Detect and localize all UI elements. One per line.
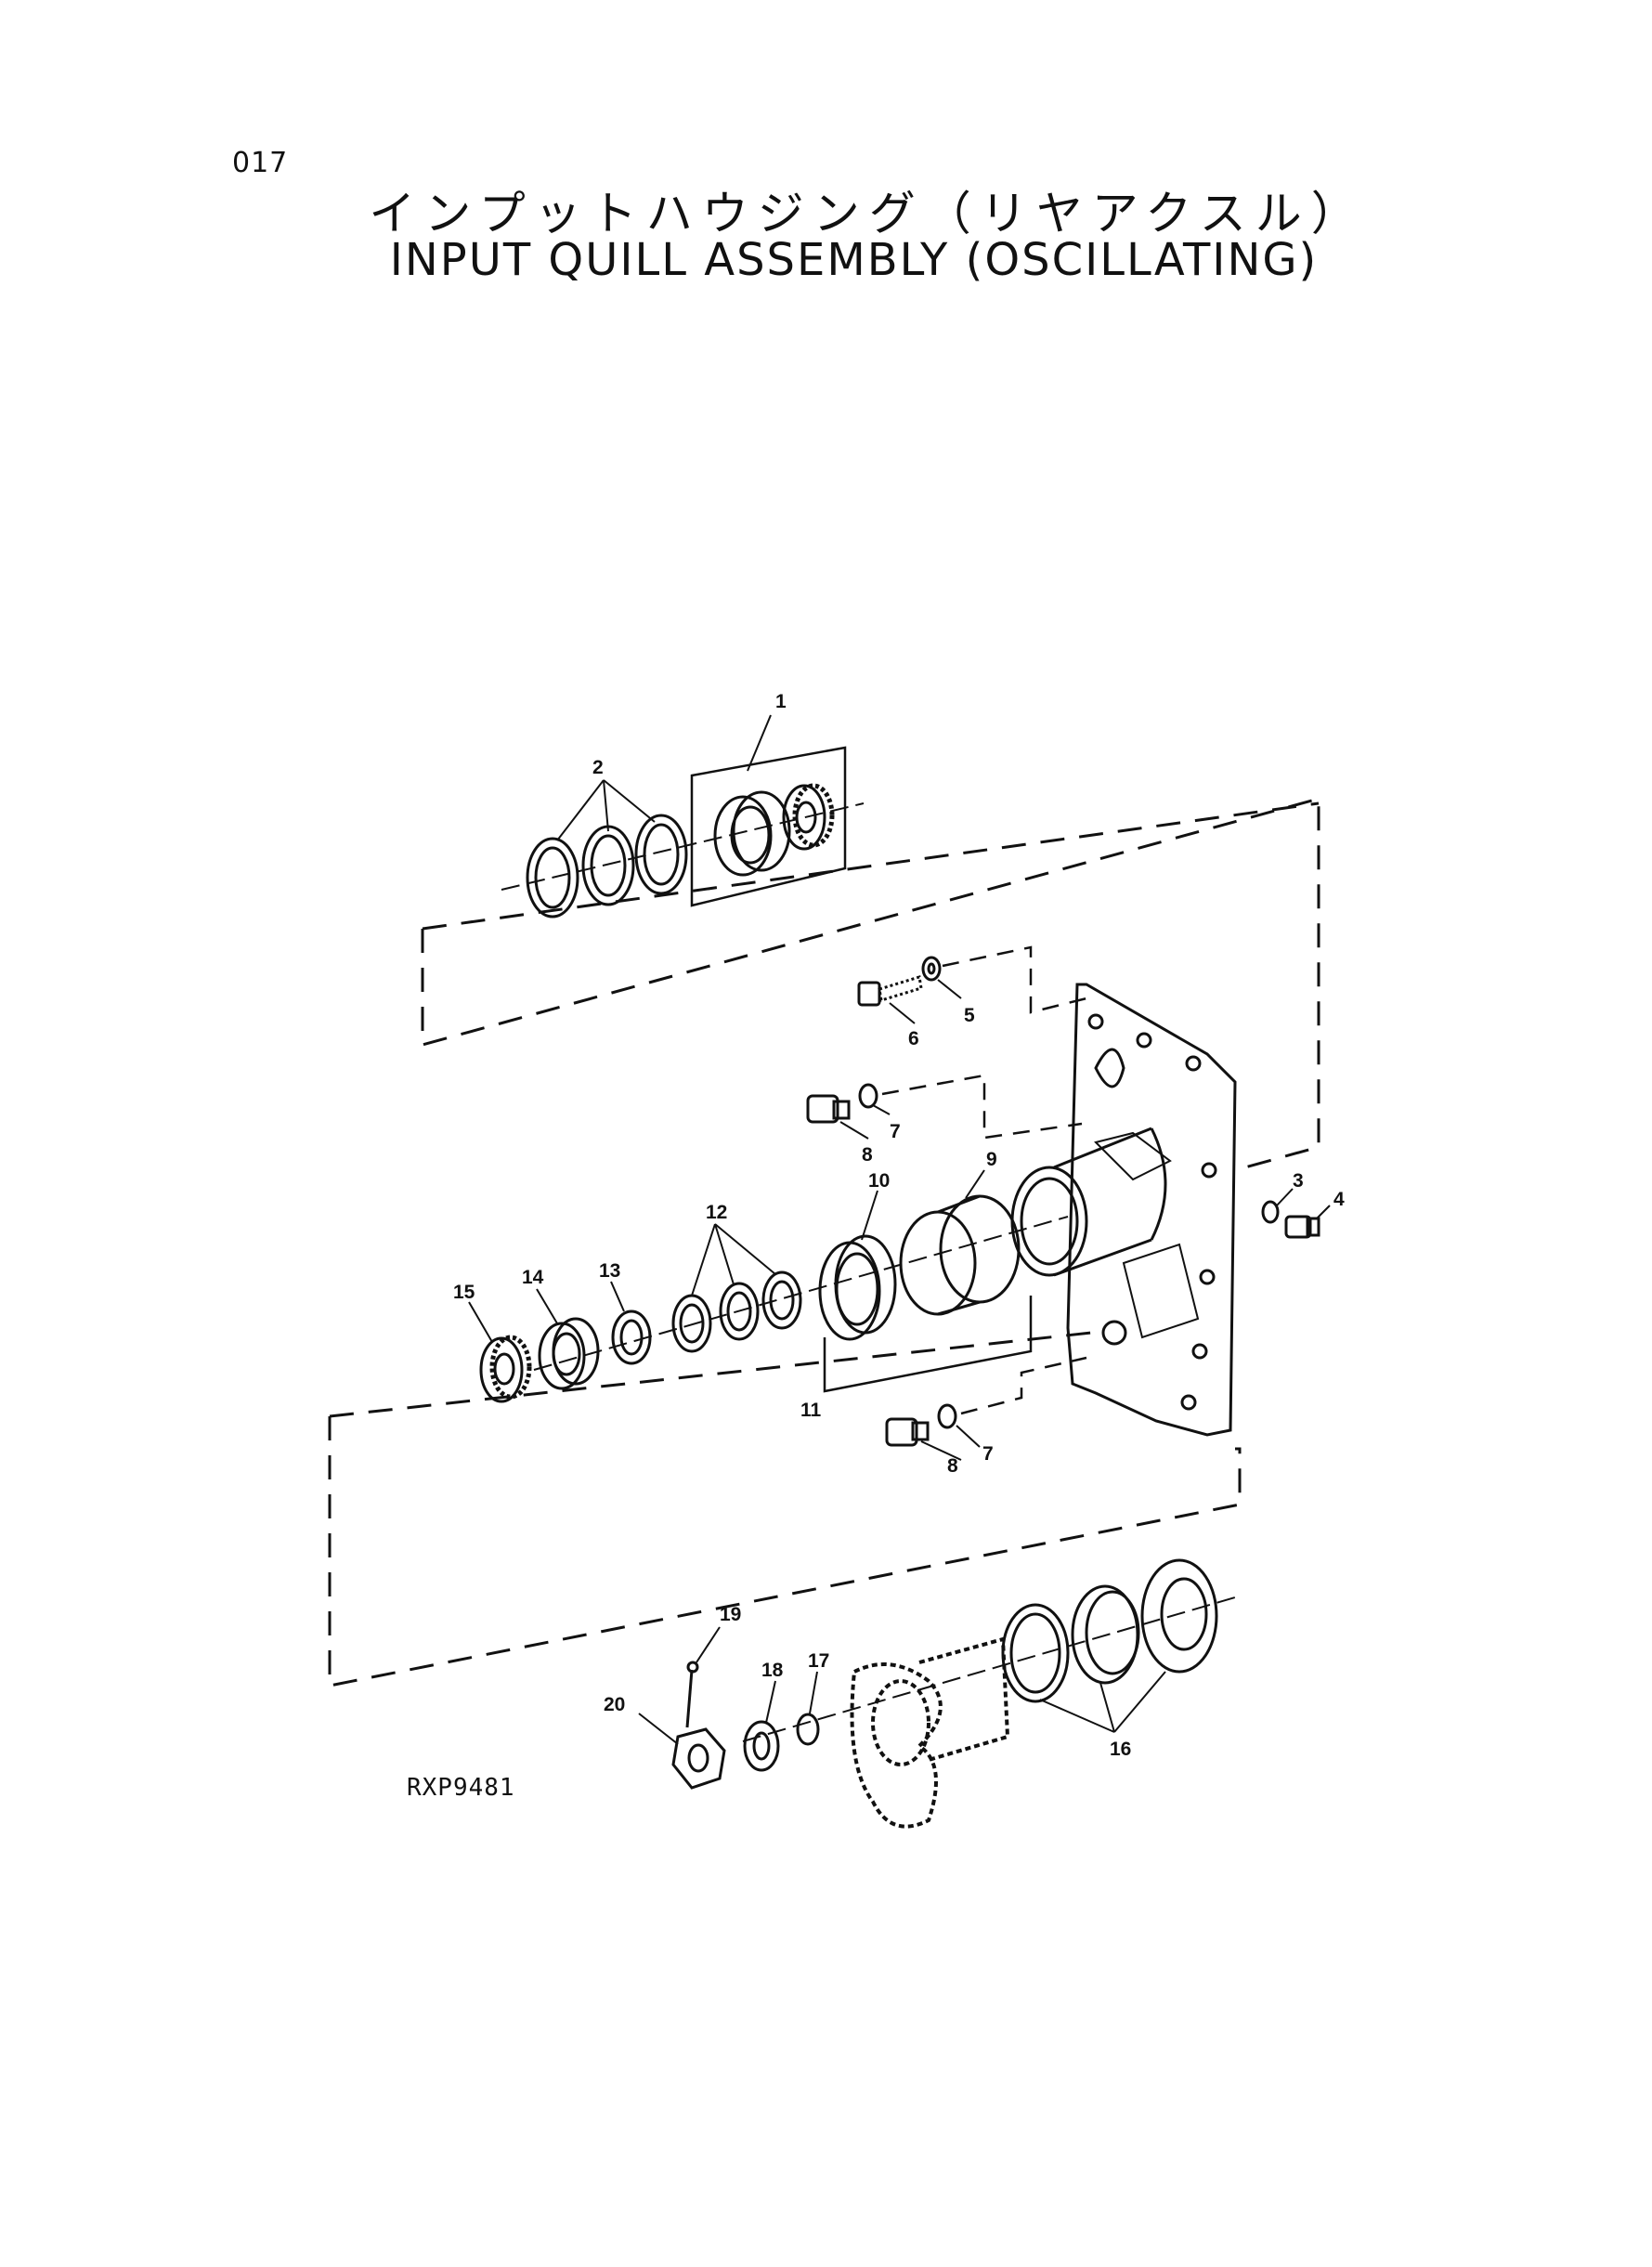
callout-10: 10 bbox=[868, 1170, 890, 1192]
callout-9: 9 bbox=[986, 1149, 997, 1170]
bearing-cone-part-1 bbox=[782, 783, 835, 851]
callout-14: 14 bbox=[522, 1267, 544, 1288]
callout-11: 11 bbox=[800, 1400, 822, 1421]
leader-dashed-5 bbox=[942, 945, 1087, 1014]
callout-17: 17 bbox=[808, 1650, 829, 1672]
shim-rings-part-12 bbox=[671, 1270, 802, 1353]
title-english: INPUT QUILL ASSEMBLY (OSCILLATING) bbox=[389, 234, 1319, 286]
centerline-top bbox=[501, 802, 865, 891]
callout-2: 2 bbox=[592, 757, 604, 778]
dashed-bracket-bottom bbox=[328, 1416, 1242, 1687]
callout-1: 1 bbox=[775, 691, 787, 712]
dashed-bracket-top bbox=[421, 797, 1320, 1172]
bearing-cup-part-10 bbox=[818, 1234, 897, 1341]
callout-7-lower: 7 bbox=[982, 1443, 994, 1465]
bearing-cone-part-15 bbox=[479, 1335, 532, 1403]
cotter-pin-part-19 bbox=[685, 1661, 699, 1728]
callout-18: 18 bbox=[761, 1660, 784, 1681]
washer-part-5 bbox=[921, 956, 942, 982]
o-ring-part-7-upper bbox=[858, 1083, 878, 1109]
leader-lines bbox=[468, 714, 1331, 1745]
bolt-part-6 bbox=[857, 975, 923, 1007]
centerline-bottom bbox=[742, 1596, 1236, 1742]
plug-part-8-lower bbox=[885, 1417, 930, 1447]
title-japanese: インプットハウジング（リヤアクスル） bbox=[369, 187, 1367, 241]
callout-12: 12 bbox=[706, 1202, 727, 1223]
callout-7-upper: 7 bbox=[890, 1121, 901, 1142]
callout-5: 5 bbox=[964, 1005, 975, 1026]
castle-nut-part-20 bbox=[671, 1727, 726, 1790]
callout-3: 3 bbox=[1293, 1170, 1304, 1192]
seal-part-16 bbox=[1001, 1558, 1218, 1703]
callout-4: 4 bbox=[1333, 1189, 1345, 1210]
yoke-phantom bbox=[850, 1636, 1010, 1829]
plug-part-8-upper bbox=[806, 1094, 851, 1124]
o-ring-part-7-lower bbox=[937, 1403, 957, 1429]
bearing-cup-part-1 bbox=[713, 790, 791, 877]
callout-8-lower: 8 bbox=[947, 1455, 958, 1477]
input-housing bbox=[1010, 983, 1237, 1437]
callout-16: 16 bbox=[1110, 1739, 1131, 1760]
dashed-bracket-bottom-top bbox=[329, 1331, 1092, 1418]
callout-20: 20 bbox=[604, 1694, 625, 1715]
callout-8-upper: 8 bbox=[862, 1144, 873, 1166]
shim-rings-part-2 bbox=[526, 814, 688, 919]
figure-code: RXP9481 bbox=[407, 1774, 515, 1802]
bearing-cup-part-14 bbox=[538, 1317, 600, 1390]
bearing-kit-box bbox=[690, 746, 847, 907]
o-ring-part-17 bbox=[796, 1713, 820, 1746]
dashed-bracket-top-return bbox=[422, 801, 1320, 931]
leader-dashed-7-lower bbox=[960, 1356, 1087, 1415]
callout-13: 13 bbox=[599, 1260, 620, 1282]
callout-19: 19 bbox=[720, 1604, 741, 1625]
washer-part-3 bbox=[1261, 1200, 1280, 1224]
callout-15: 15 bbox=[453, 1282, 475, 1303]
sleeve-part-9 bbox=[899, 1194, 1021, 1316]
leader-dashed-7-upper bbox=[881, 1074, 1083, 1140]
spacer-part-13 bbox=[611, 1309, 652, 1365]
page-number: 017 bbox=[232, 147, 289, 179]
plug-part-4 bbox=[1284, 1215, 1320, 1239]
bracket-part-11 bbox=[823, 1296, 1033, 1393]
callout-6: 6 bbox=[908, 1028, 919, 1049]
washer-part-18 bbox=[743, 1720, 780, 1772]
